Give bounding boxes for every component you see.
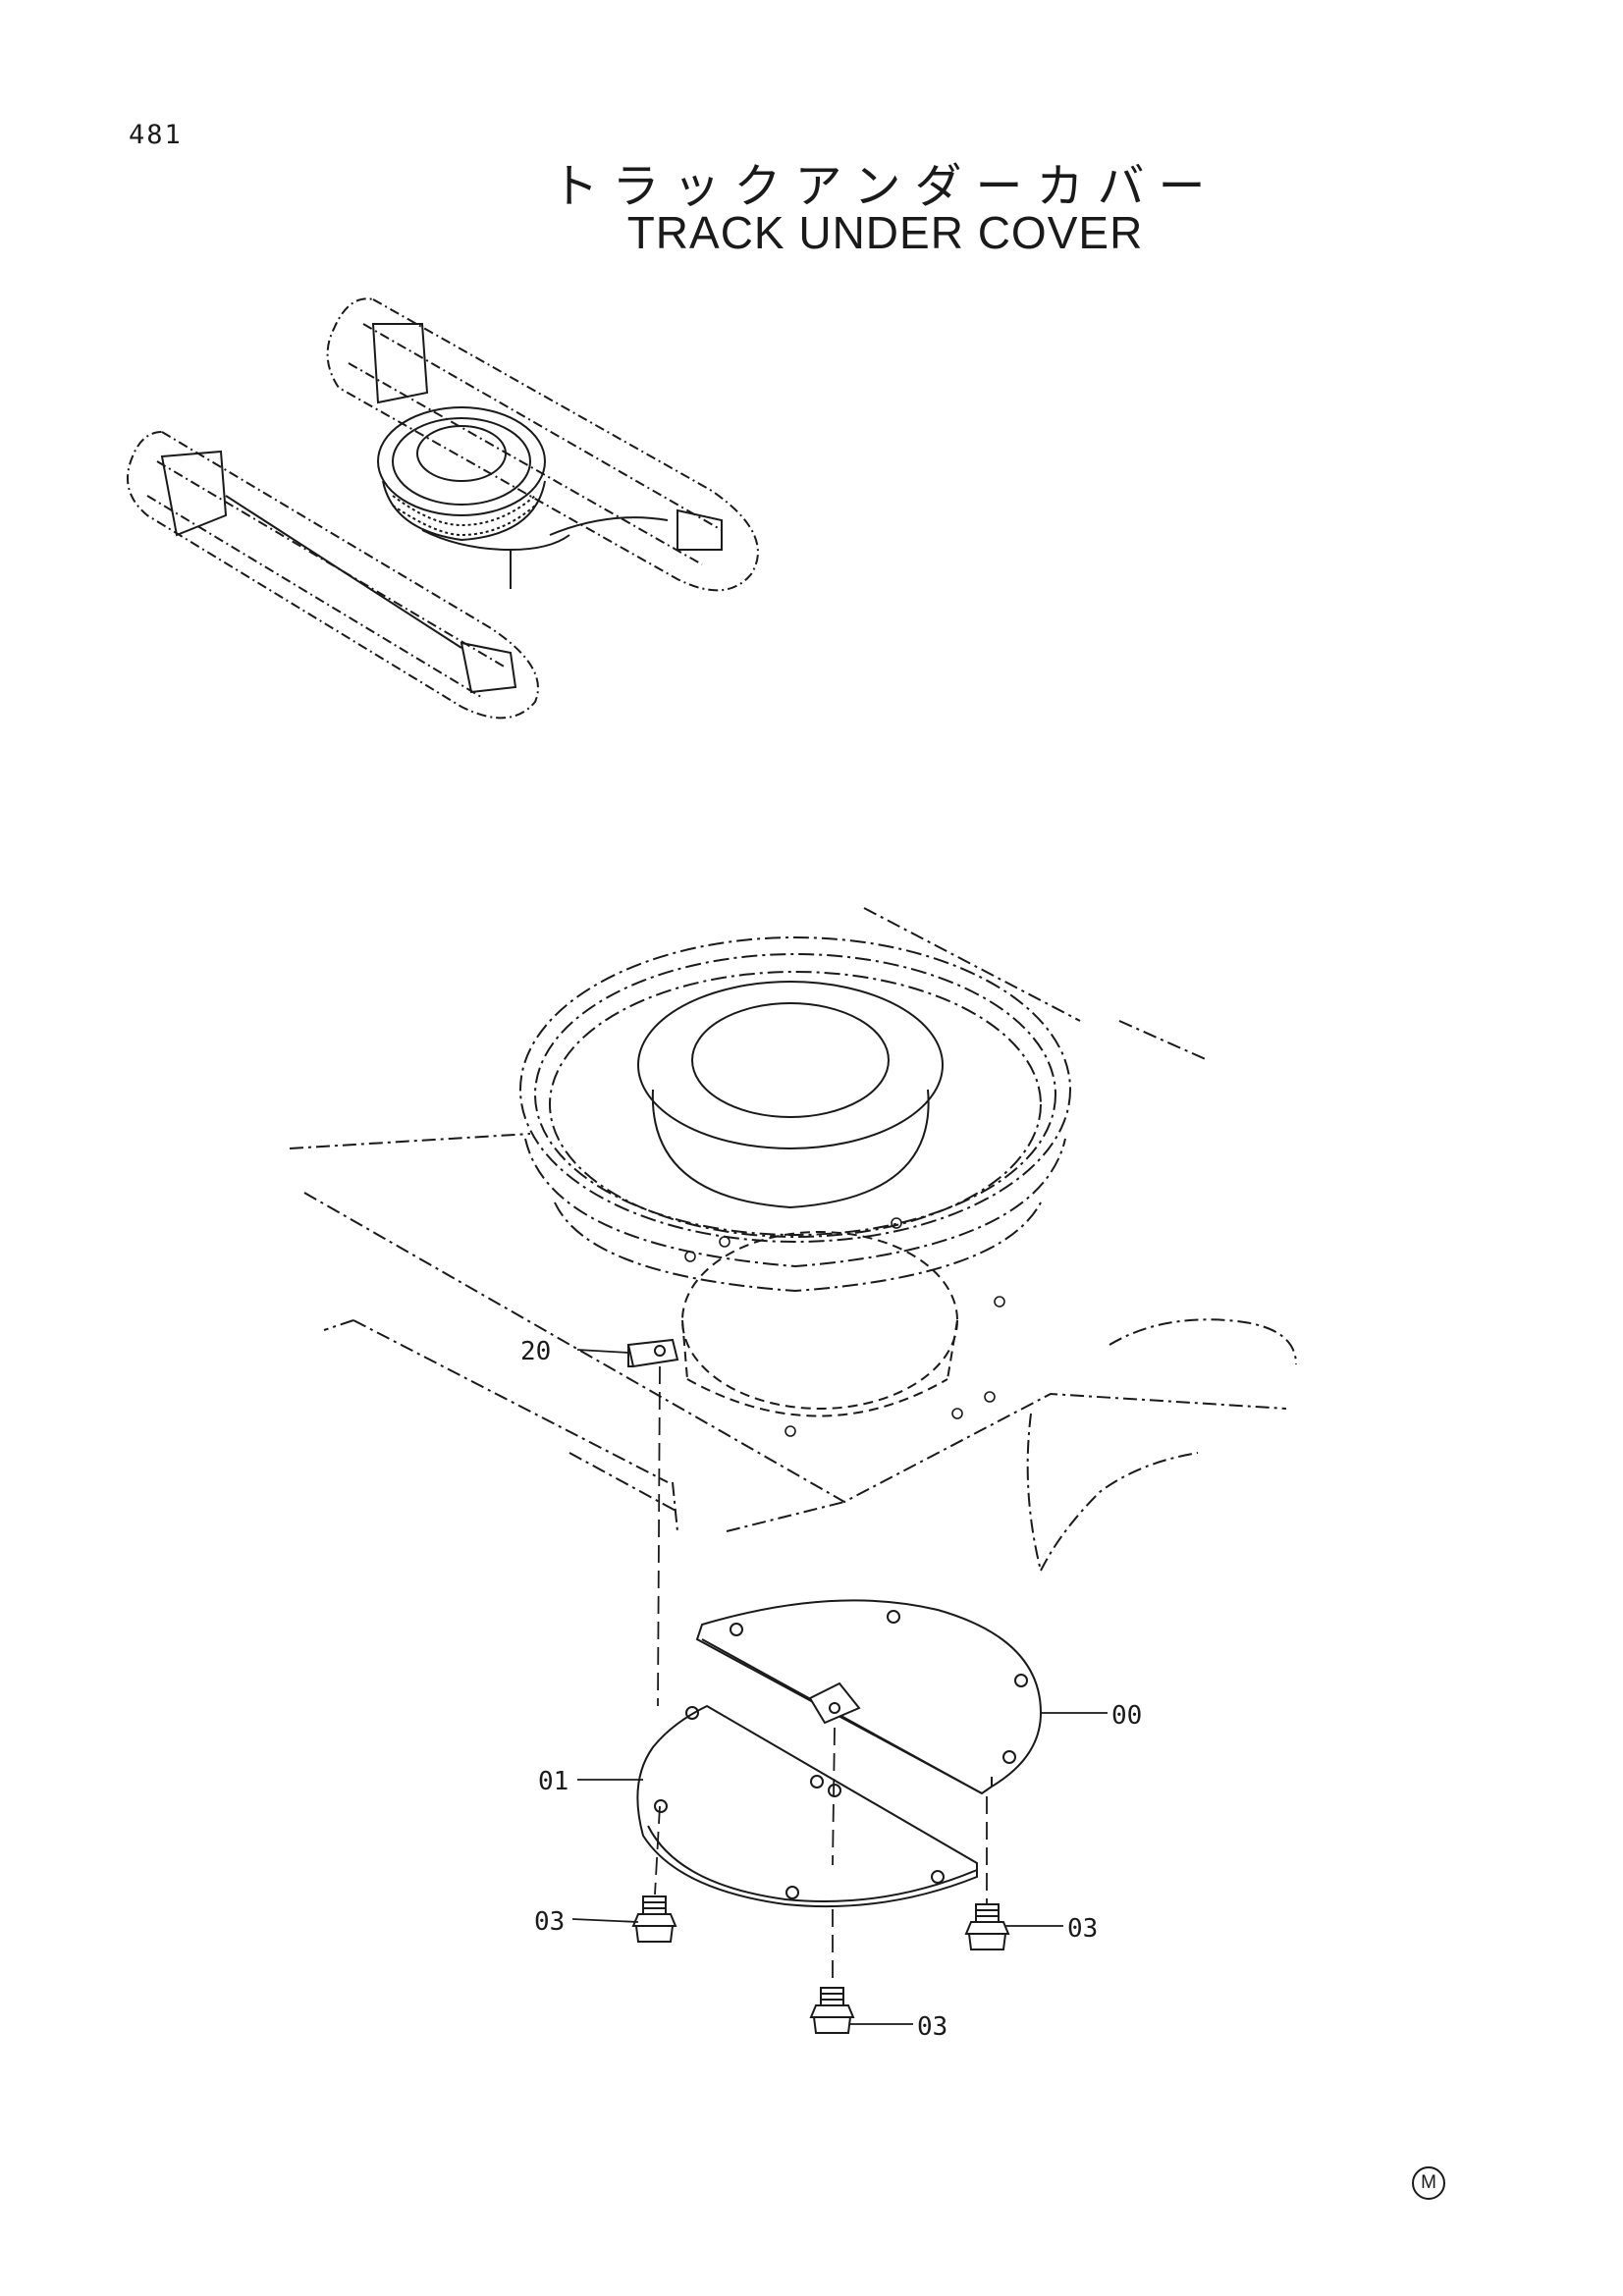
callout-03-right: 03: [1067, 1914, 1098, 1944]
callout-20: 20: [520, 1337, 551, 1366]
swing-bearing-overview: [377, 406, 546, 542]
callout-00: 00: [1111, 1701, 1142, 1731]
title-english: TRACK UNDER COVER: [626, 207, 1144, 258]
cover-plate-left-01: [636, 1704, 978, 1908]
bolt-center-03: [809, 1987, 855, 2034]
leader-lines: [571, 1349, 1108, 2025]
swing-circle: [519, 936, 1071, 1293]
bolt-circle-hidden: [681, 1231, 958, 1417]
bolt-left-03: [631, 1896, 677, 1943]
page-number: 481: [129, 120, 183, 150]
bracket-part-20: [626, 1338, 679, 1368]
cover-plate-right-00: [695, 1599, 1043, 1795]
undercarriage-overview: [127, 297, 759, 720]
title-japanese: トラックアンダーカバー: [551, 159, 1219, 214]
undercarriage-solid: [160, 323, 723, 694]
callout-03-center: 03: [917, 2012, 947, 2042]
corner-mark-badge: M: [1412, 2166, 1445, 2200]
mounting-holes: [684, 1217, 1005, 1437]
lower-frame-outline: [289, 907, 1297, 1572]
bolt-right-03: [964, 1903, 1010, 1950]
assembly-lines: [654, 1365, 988, 1986]
callout-03-left: 03: [534, 1907, 565, 1937]
swing-circle-hub: [637, 981, 944, 1209]
callout-01: 01: [538, 1767, 568, 1796]
